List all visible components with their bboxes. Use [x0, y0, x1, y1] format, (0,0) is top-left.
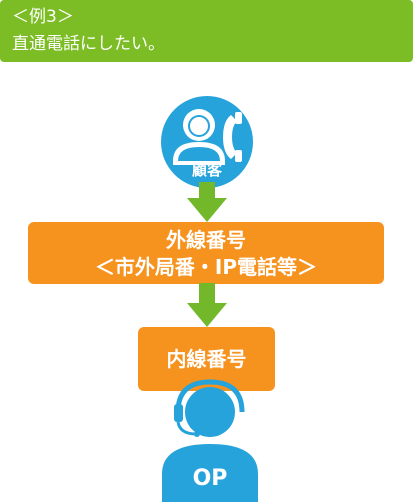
external-number-box: 外線番号 ＜市外局番・IP電話等＞ — [28, 222, 384, 284]
example-description: 直通電話にしたい。 — [12, 34, 165, 54]
customer-label: 顧客 — [192, 161, 223, 179]
phone-handset — [223, 115, 237, 159]
example-header: ＜例3＞ 直通電話にしたい。 — [0, 0, 413, 62]
arrow-down-icon — [187, 283, 227, 327]
example-number: ＜例3＞ — [12, 7, 74, 27]
operator-label: OP — [193, 466, 228, 491]
customer-phone-icon: 顧客 — [161, 96, 253, 188]
operator-headset-icon: OP — [162, 379, 258, 502]
arrow-down-icon — [187, 182, 227, 222]
external-number-label: 外線番号 — [166, 228, 246, 252]
external-number-detail: ＜市外局番・IP電話等＞ — [94, 255, 318, 279]
